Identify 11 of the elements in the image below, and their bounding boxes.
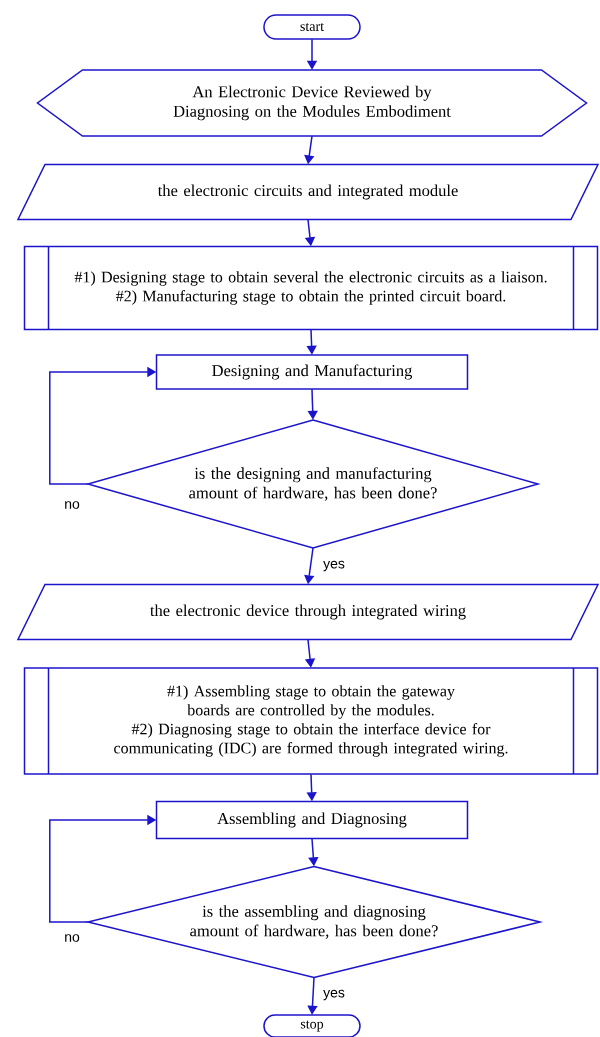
predefined-process-box: #1) Assembling stage to obtain the gateway boards are controlled by the modules. #2) Diagnosing stage to obtain the interface device for communicating (IDC) are formed through integrated wiring.	[23, 667, 599, 775]
predefined-process-box: #1) Designing stage to obtain several the electronic circuits as a liaison. #2) Manufacturing stage to obtain the printed circuit board.	[23, 245, 599, 331]
edge-label: yes	[323, 989, 345, 1001]
terminal-box: start	[263, 14, 361, 40]
edge-label: no	[65, 934, 80, 942]
process-box: Assembling and Diagnosing	[155, 800, 469, 840]
terminal-box: stop	[263, 1014, 361, 1037]
process-box: Designing and Manufacturing	[155, 354, 469, 390]
edge-label: no	[65, 501, 80, 509]
preparation-hexagon: An Electronic Device Reviewed by Diagnosing on the Modules Embodiment	[36, 69, 588, 137]
edge-label: yes	[323, 560, 345, 572]
